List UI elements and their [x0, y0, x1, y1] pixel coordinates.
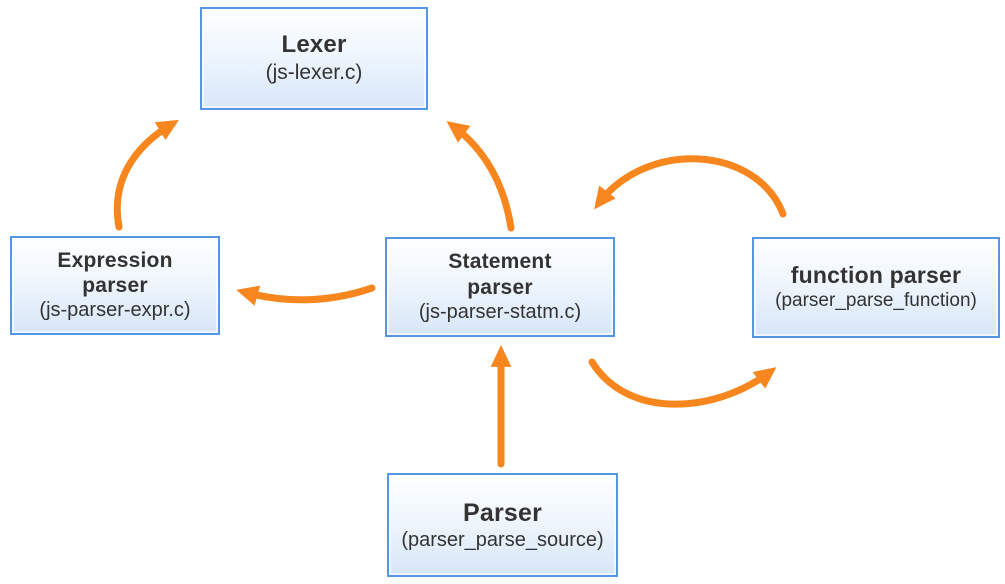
node-function-parser-subtitle: (parser_parse_function) — [775, 290, 977, 312]
node-expression-parser-title: Expression parser — [57, 248, 173, 297]
node-parser: Parser (parser_parse_source) — [387, 473, 618, 577]
node-statement-parser-subtitle: (js-parser-statm.c) — [418, 300, 582, 323]
node-parser-title: Parser — [462, 498, 543, 527]
arrow-function-to-statement — [594, 155, 787, 218]
node-expression-parser: Expression parser (js-parser-expr.c) — [10, 236, 220, 335]
arrow-statement-to-function — [588, 358, 777, 408]
node-lexer-title: Lexer — [281, 30, 347, 58]
arrow-statement-to-expression — [236, 284, 376, 306]
node-function-parser-title: function parser — [790, 261, 962, 288]
arrow-expression-to-lexer — [113, 119, 179, 231]
node-statement-parser: Statement parser (js-parser-statm.c) — [385, 237, 615, 337]
arrow-statement-to-lexer — [446, 121, 515, 232]
node-statement-parser-title: Statement parser — [448, 250, 552, 299]
node-lexer-subtitle: (js-lexer.c) — [265, 60, 363, 84]
node-lexer: Lexer (js-lexer.c) — [200, 7, 428, 110]
node-function-parser: function parser (parser_parse_function) — [752, 237, 1000, 338]
node-parser-subtitle: (parser_parse_source) — [401, 528, 604, 551]
node-expression-parser-subtitle: (js-parser-expr.c) — [39, 299, 191, 322]
